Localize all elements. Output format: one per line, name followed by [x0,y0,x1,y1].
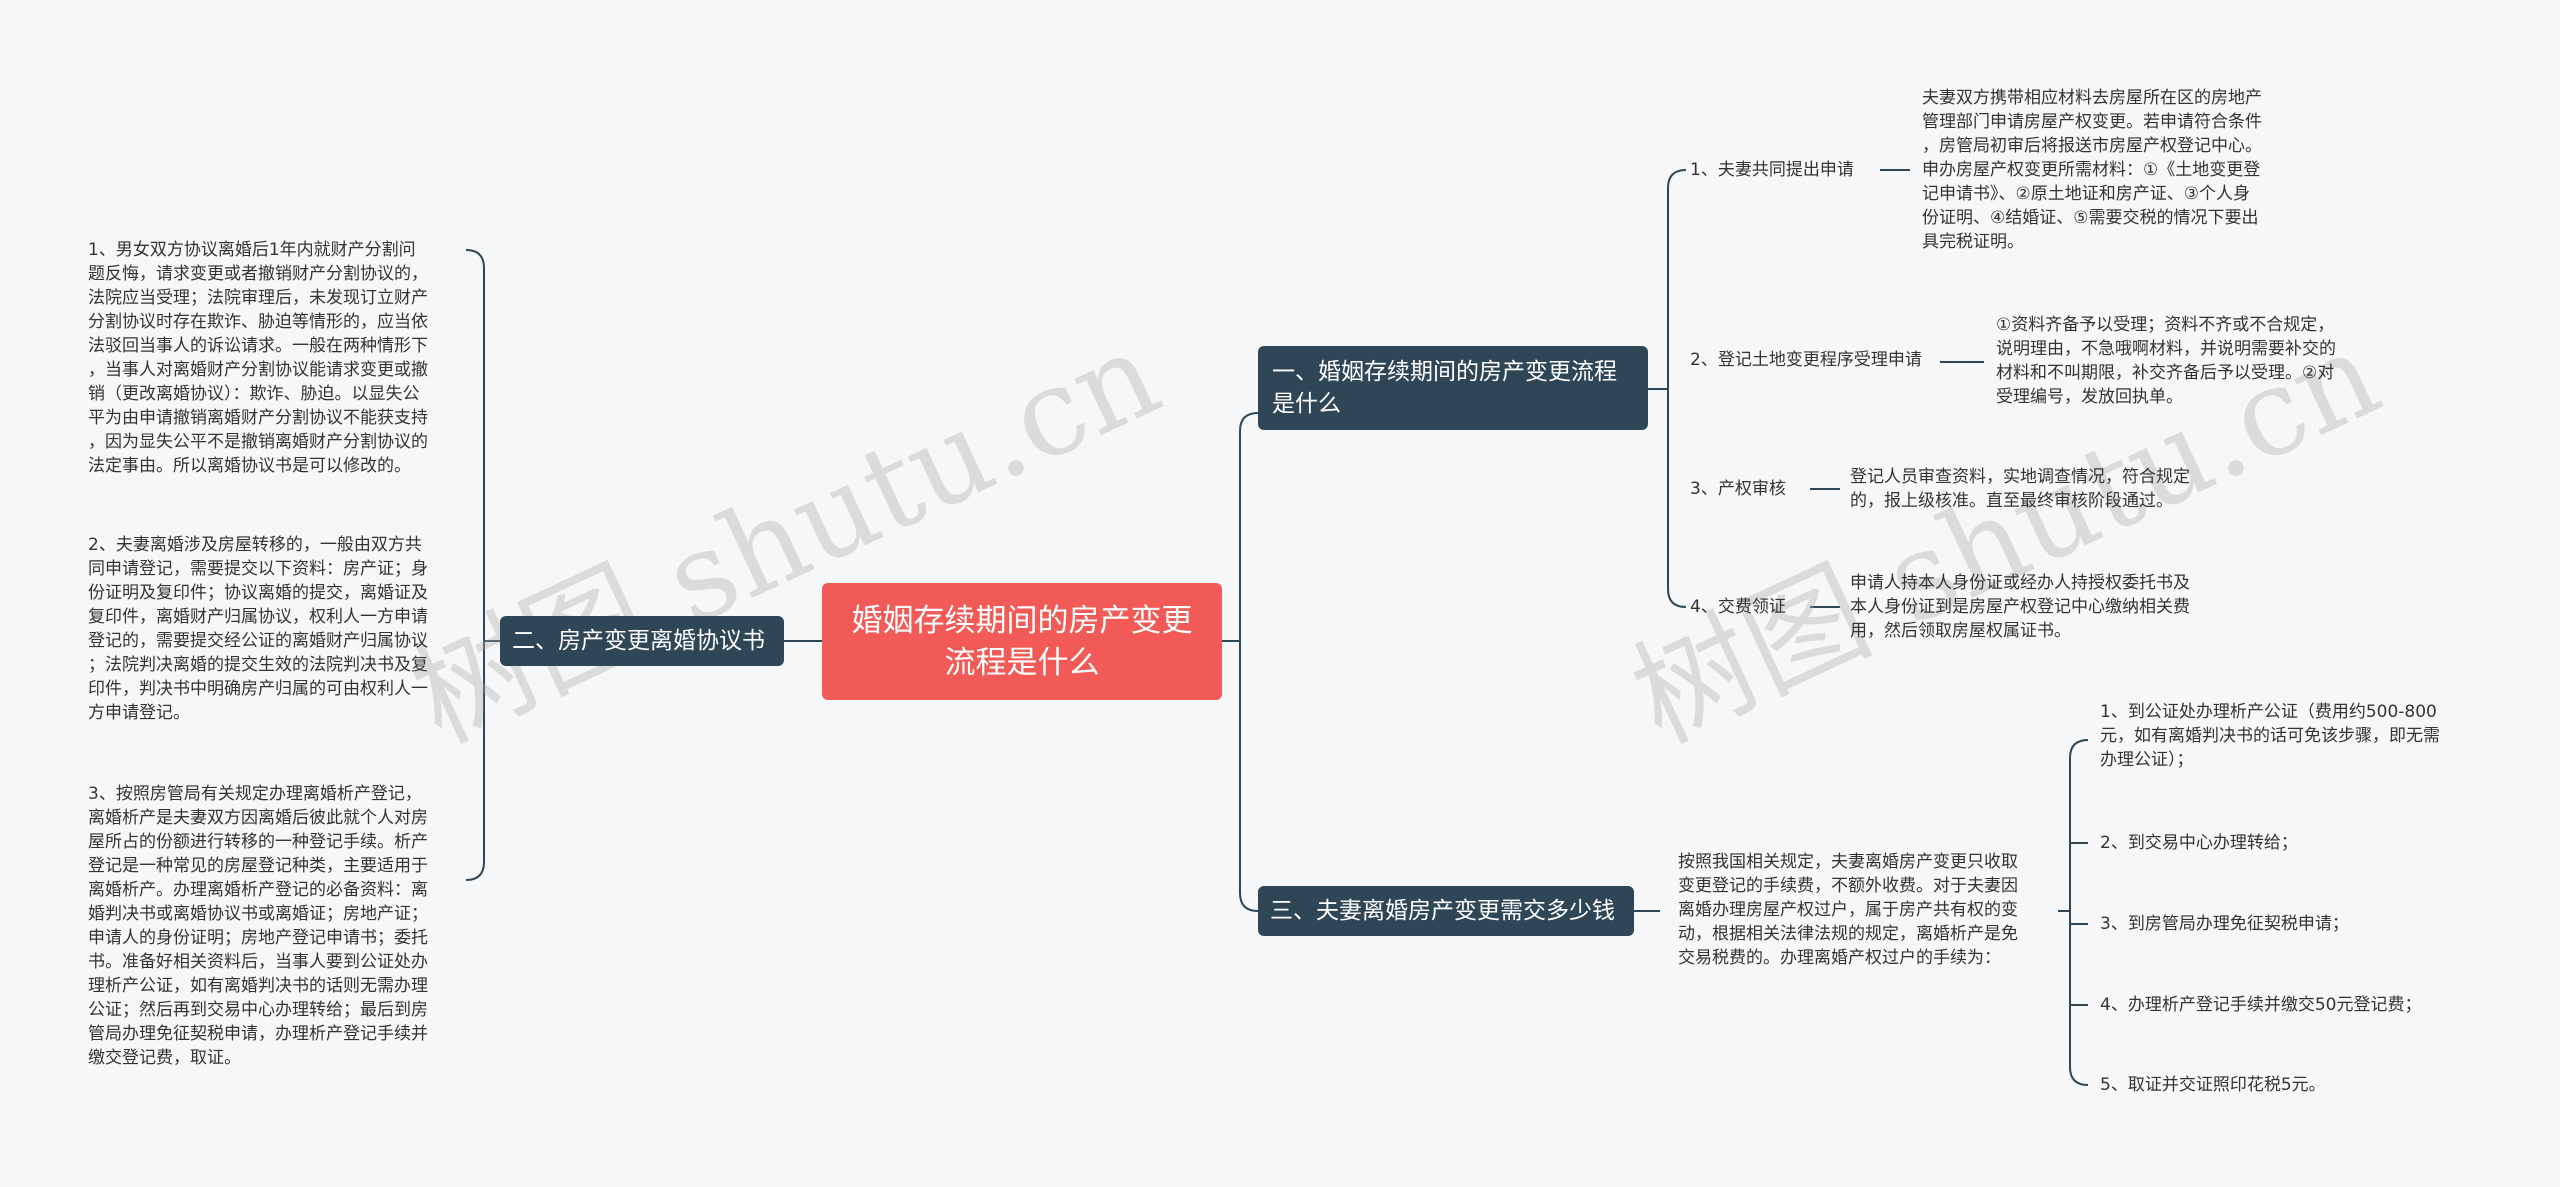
branch-1-topic[interactable]: 一、婚姻存续期间的房产变更流程是什么 [1258,346,1648,430]
b1-item-3-detail: 登记人员审查资料，实地调查情况，符合规定 的，报上级核准。直至最终审核阶段通过。 [1850,467,2190,511]
branch-2-label: 二、房产变更离婚协议书 [512,628,765,654]
b2-item-2: 2、夫妻离婚涉及房屋转移的，一般由双方共 同申请登记，需要提交以下资料：房产证；… [88,535,428,723]
b1-item-4-detail: 申请人持本人身份证或经办人持授权委托书及 本人身份证到是房屋产权登记中心缴纳相关… [1850,573,2190,641]
b3-step-4: 4、办理析产登记手续并缴交50元登记费； [2100,995,2422,1015]
b1-item-3-label[interactable]: 3、产权审核 [1690,479,1786,499]
b1-item-1-detail: 夫妻双方携带相应材料去房屋所在区的房地产 管理部门申请房屋产权变更。若申请符合条… [1922,88,2262,252]
branch-3-topic[interactable]: 三、夫妻离婚房产变更需交多少钱 [1258,886,1634,936]
root-topic-label: 婚姻存续期间的房产变更流程是什么 [851,602,1193,681]
b3-step-3: 3、到房管局办理免征契税申请； [2100,914,2349,934]
root-topic[interactable]: 婚姻存续期间的房产变更流程是什么 [822,583,1222,700]
branch-3-label: 三、夫妻离婚房产变更需交多少钱 [1270,898,1615,924]
b1-item-1-label[interactable]: 1、夫妻共同提出申请 [1690,160,1854,180]
branch-1-label: 一、婚姻存续期间的房产变更流程是什么 [1272,359,1617,417]
b1-item-2-detail: ①资料齐备予以受理；资料不齐或不合规定， 说明理由，不急哦啊材料，并说明需要补交… [1996,315,2336,407]
b1-item-2-label[interactable]: 2、登记土地变更程序受理申请 [1690,350,1922,370]
b1-item-4-label[interactable]: 4、交费领证 [1690,597,1786,617]
b3-step-5: 5、取证并交证照印花税5元。 [2100,1075,2326,1095]
b3-step-1: 1、到公证处办理析产公证（费用约500-800 元，如有离婚判决书的话可免该步骤… [2100,702,2440,770]
b2-item-3: 3、按照房管局有关规定办理离婚析产登记， 离婚析产是夫妻双方因离婚后彼此就个人对… [88,784,428,1068]
b3-step-2: 2、到交易中心办理转给； [2100,833,2298,853]
branch-2-topic[interactable]: 二、房产变更离婚协议书 [500,616,784,666]
b3-intro: 按照我国相关规定，夫妻离婚房产变更只收取 变更登记的手续费，不额外收费。对于夫妻… [1678,852,2018,968]
b2-item-1: 1、男女双方协议离婚后1年内就财产分割问 题反悔，请求变更或者撤销财产分割协议的… [88,240,428,476]
